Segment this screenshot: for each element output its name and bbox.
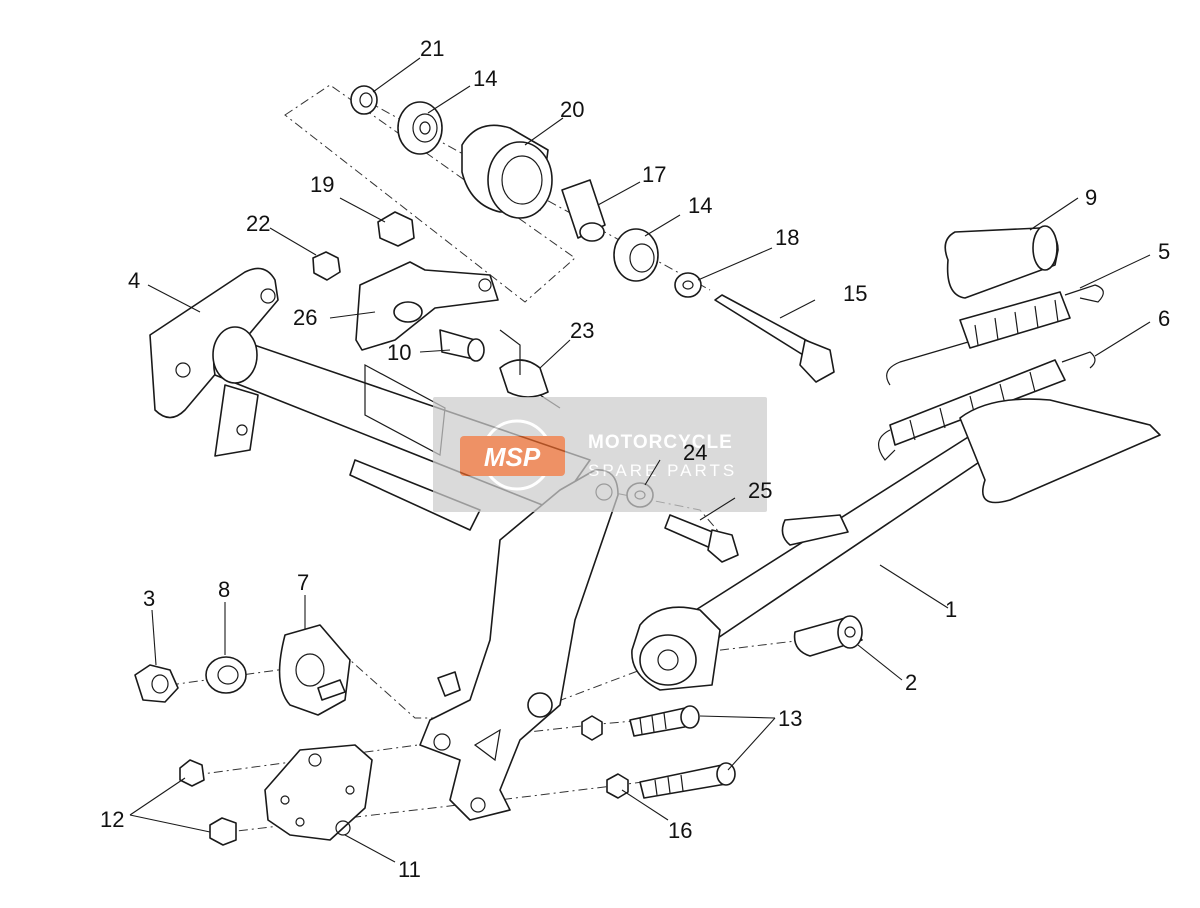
- part-10-bushing: [439, 329, 485, 362]
- part-21-washer: [350, 85, 378, 115]
- callout-12: 12: [100, 807, 124, 832]
- callout-18: 18: [775, 225, 799, 250]
- callout-3: 3: [143, 586, 155, 611]
- callout-21: 21: [420, 36, 444, 61]
- part-8-washer: [205, 656, 247, 694]
- part-12-nut-lower: [209, 817, 237, 846]
- part-23-torsion-spring: [364, 329, 561, 456]
- part-12-nut-upper: [179, 759, 205, 787]
- part-13-nut: [581, 715, 603, 741]
- watermark-logo-text: MSP: [484, 442, 541, 472]
- part-20-bearing-housing: [461, 124, 553, 219]
- part-5-spring: [886, 284, 1104, 386]
- watermark-panel: [433, 397, 767, 512]
- callout-labels: 1 2 3 4 5 6 7 8 9 10 11 12 13 14 14 15 1…: [100, 36, 1170, 882]
- watermark-line1: MOTORCYCLE: [588, 432, 733, 453]
- stop-pin: [781, 514, 849, 546]
- callout-15: 15: [843, 281, 867, 306]
- part-18-washer: [674, 272, 702, 298]
- part-1-stand-leg: [631, 398, 1161, 691]
- watermark-logo-badge: [460, 436, 565, 476]
- part-2-pivot-pin: [793, 615, 863, 657]
- callout-20: 20: [560, 97, 584, 122]
- part-7-cam: [278, 624, 351, 716]
- callout-24: 24: [683, 440, 707, 465]
- part-9-sleeve: [944, 225, 1059, 299]
- watermark: MSP MOTORCYCLE SPARE PARTS: [433, 397, 767, 512]
- callout-10: 10: [387, 340, 411, 365]
- callout-6: 6: [1158, 306, 1170, 331]
- part-22-nut: [312, 251, 341, 281]
- callout-7: 7: [297, 570, 309, 595]
- leader-lines: [129, 57, 1151, 863]
- part-11-switch: [264, 744, 373, 841]
- callout-22: 22: [246, 211, 270, 236]
- part-16-nut: [606, 773, 629, 799]
- part-15-bolt: [714, 294, 835, 383]
- callout-19: 19: [310, 172, 334, 197]
- callout-25: 25: [748, 478, 772, 503]
- callout-8: 8: [218, 577, 230, 602]
- watermark-line2: SPARE PARTS: [588, 461, 737, 480]
- callout-1: 1: [945, 597, 957, 622]
- part-6-spring: [878, 351, 1096, 461]
- frame-bracket: [419, 469, 619, 821]
- callout-16: 16: [668, 818, 692, 843]
- callout-13: 13: [778, 706, 802, 731]
- callout-23: 23: [570, 318, 594, 343]
- callout-26: 26: [293, 305, 317, 330]
- callout-2: 2: [905, 670, 917, 695]
- part-17-spacer: [561, 179, 606, 242]
- part-26-bracket: [355, 261, 499, 351]
- callout-11: 11: [398, 857, 421, 882]
- callout-14b: 14: [688, 193, 712, 218]
- callout-17: 17: [642, 162, 666, 187]
- part-14-bearing-upper: [397, 101, 443, 155]
- callout-4: 4: [128, 268, 140, 293]
- callout-5: 5: [1158, 239, 1170, 264]
- part-3-hex-nut: [134, 664, 179, 703]
- part-13-bolts: [629, 705, 736, 799]
- part-14-bearing-lower: [613, 228, 659, 282]
- part-25-bolt: [664, 514, 739, 563]
- callout-14a: 14: [473, 66, 497, 91]
- part-19-nut: [377, 211, 415, 247]
- callout-9: 9: [1085, 185, 1097, 210]
